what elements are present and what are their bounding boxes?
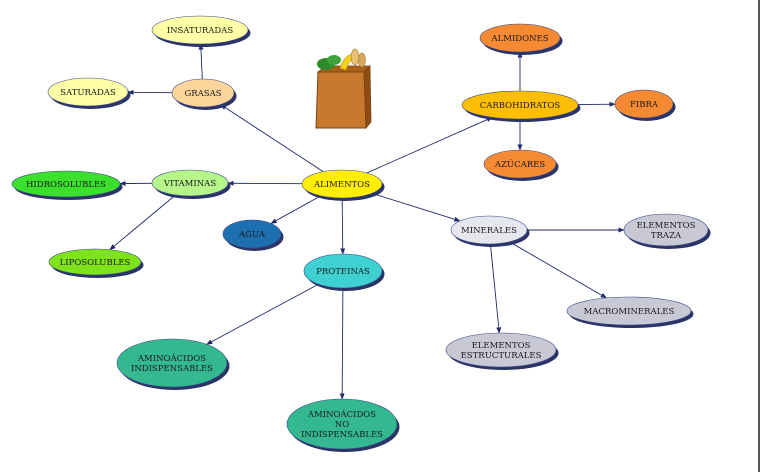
node-grasas: GRASAS <box>171 78 237 110</box>
node-ellipse <box>171 78 235 108</box>
node-ellipse <box>461 90 579 120</box>
node-label: NO <box>335 420 349 430</box>
node-ellipse <box>479 23 561 53</box>
node-label: AZÚCARES <box>494 158 545 170</box>
node-almidones: ALMIDONES <box>479 23 563 55</box>
node-label: ELEMENTOS <box>637 221 696 231</box>
edge-alimentos-to-proteinas <box>340 197 346 255</box>
node-ellipse <box>450 215 528 245</box>
node-label: ESTRUCTURALES <box>461 351 542 361</box>
node-macrominerales: MACROMINERALES <box>566 296 694 328</box>
node-label: PROTEINAS <box>316 267 370 277</box>
node-ellipse <box>151 169 229 197</box>
node-label: HIDROSOLUBLES <box>26 180 106 190</box>
edge-proteinas-to-aminoacidos_no <box>339 287 345 400</box>
node-ellipse <box>445 332 557 368</box>
node-fibra: FIBRA <box>614 89 676 121</box>
edge-minerales-to-macrominerales <box>509 241 608 299</box>
node-azucares: AZÚCARES <box>483 149 559 181</box>
edge-grasas-to-insaturadas <box>198 43 204 80</box>
node-label: AMINOÁCIDOS <box>137 352 206 364</box>
edge-vitaminas-to-liposolubles <box>109 194 176 251</box>
node-ellipse <box>48 248 142 276</box>
node-minerales: MINERALES <box>450 215 530 247</box>
node-ellipse <box>303 253 383 289</box>
grocery-bag-icon <box>315 48 372 130</box>
node-label: TRAZA <box>651 231 682 241</box>
node-label: ALMIDONES <box>490 34 548 44</box>
edge-alimentos-to-grasas <box>220 104 324 173</box>
edge-alimentos-to-agua <box>270 195 321 224</box>
node-label: ALIMENTOS <box>313 180 370 190</box>
node-ellipse <box>286 398 398 450</box>
node-label: AMINOÁCIDOS <box>307 408 376 420</box>
node-proteinas: PROTEINAS <box>303 253 385 291</box>
node-vitaminas: VITAMINAS <box>151 169 231 199</box>
node-hidrosolubles: HIDROSOLUBLES <box>11 170 123 200</box>
node-ellipse <box>623 213 709 247</box>
edge-alimentos-to-minerales <box>371 192 461 222</box>
node-carbohidratos: CARBOHIDRATOS <box>461 90 581 122</box>
edges <box>109 43 625 400</box>
node-label: INDISPENSABLES <box>301 430 383 440</box>
edge-proteinas-to-aminoacidos_ind <box>206 283 319 345</box>
node-label: CARBOHIDRATOS <box>480 101 561 111</box>
node-ellipse <box>222 219 282 249</box>
node-label: SATURADAS <box>60 88 116 98</box>
node-ellipse <box>116 338 228 388</box>
node-insaturadas: INSATURADAS <box>151 15 251 47</box>
node-label: AGUA <box>238 230 266 240</box>
node-label: MACROMINERALES <box>584 307 675 317</box>
node-ellipse <box>483 149 557 179</box>
edge-minerales-to-elementos_estr <box>489 243 502 334</box>
node-label: ELEMENTOS <box>472 341 531 351</box>
node-label: INSATURADAS <box>167 26 234 36</box>
node-agua: AGUA <box>222 219 284 251</box>
edge-alimentos-to-carbohidratos <box>366 116 493 174</box>
node-saturadas: SATURADAS <box>47 77 131 109</box>
node-ellipse <box>566 296 692 326</box>
node-ellipse <box>614 89 674 119</box>
node-liposolubles: LIPOSOLUBLES <box>48 248 144 278</box>
nodes: ALIMENTOS GRASAS INSATURADAS SATURADAS VITAM… <box>11 15 711 452</box>
node-ellipse <box>11 170 121 198</box>
node-label: VITAMINAS <box>163 179 216 189</box>
node-label: GRASAS <box>184 89 221 99</box>
node-label: FIBRA <box>630 100 659 110</box>
node-label: INDISPENSABLES <box>131 364 213 374</box>
node-ellipse <box>47 77 129 107</box>
node-alimentos: ALIMENTOS <box>301 169 385 201</box>
node-label: MINERALES <box>461 226 517 236</box>
node-ellipse <box>151 15 249 45</box>
node-ellipse <box>301 169 383 199</box>
node-label: LIPOSOLUBLES <box>60 258 131 268</box>
